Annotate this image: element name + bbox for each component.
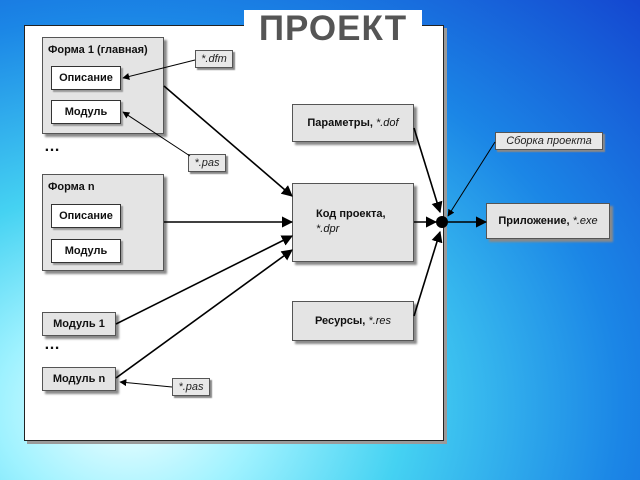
arrow-moduleN-to-code xyxy=(115,249,293,379)
leader-pas-modules xyxy=(119,379,173,388)
module-1-box: Модуль 1 xyxy=(42,312,116,336)
form-n-module-box: Модуль xyxy=(51,239,121,263)
arrow-params-to-junction xyxy=(413,127,443,214)
form-n-description-box: Описание xyxy=(51,204,121,228)
resources-label: Ресурсы, xyxy=(314,315,366,327)
leader-build xyxy=(447,141,496,217)
leader-pas-forms xyxy=(122,111,191,157)
params-ext: *.dof xyxy=(375,117,399,129)
project-code-ext: *.dpr xyxy=(316,223,340,235)
form-1-module-box: Модуль xyxy=(51,100,121,124)
forms-ellipsis: … xyxy=(44,138,63,155)
title-background xyxy=(244,10,422,50)
arrow-form1-to-code xyxy=(163,85,293,197)
application-label: Приложение, xyxy=(498,215,570,227)
modules-ellipsis: … xyxy=(44,336,63,353)
leader-dfm xyxy=(122,59,196,80)
application-ext: *.exe xyxy=(572,215,598,227)
form-1-title: Форма 1 (главная) xyxy=(48,44,148,56)
pas-note-modules: *.pas xyxy=(172,378,210,396)
pas-note-forms: *.pas xyxy=(188,154,226,172)
form-1-description-box: Описание xyxy=(51,66,121,90)
project-code-box xyxy=(292,183,414,262)
form-n-title: Форма n xyxy=(48,181,95,193)
dfm-note: *.dfm xyxy=(195,50,233,68)
arrow-module1-to-code xyxy=(115,235,294,325)
params-box: Параметры, *.dof xyxy=(292,104,414,142)
project-code-label: Код проекта, xyxy=(316,208,386,220)
diagram-title: ПРОЕКТ xyxy=(258,9,408,48)
params-label: Параметры, xyxy=(307,117,373,129)
application-box: Приложение, *.exe xyxy=(486,203,610,239)
arrow-resources-to-junction xyxy=(413,230,443,317)
build-note: Сборка проекта xyxy=(495,132,603,150)
resources-ext: *.res xyxy=(368,315,392,327)
build-junction xyxy=(436,216,448,228)
resources-box: Ресурсы, *.res xyxy=(292,301,414,341)
module-n-box: Модуль n xyxy=(42,367,116,391)
